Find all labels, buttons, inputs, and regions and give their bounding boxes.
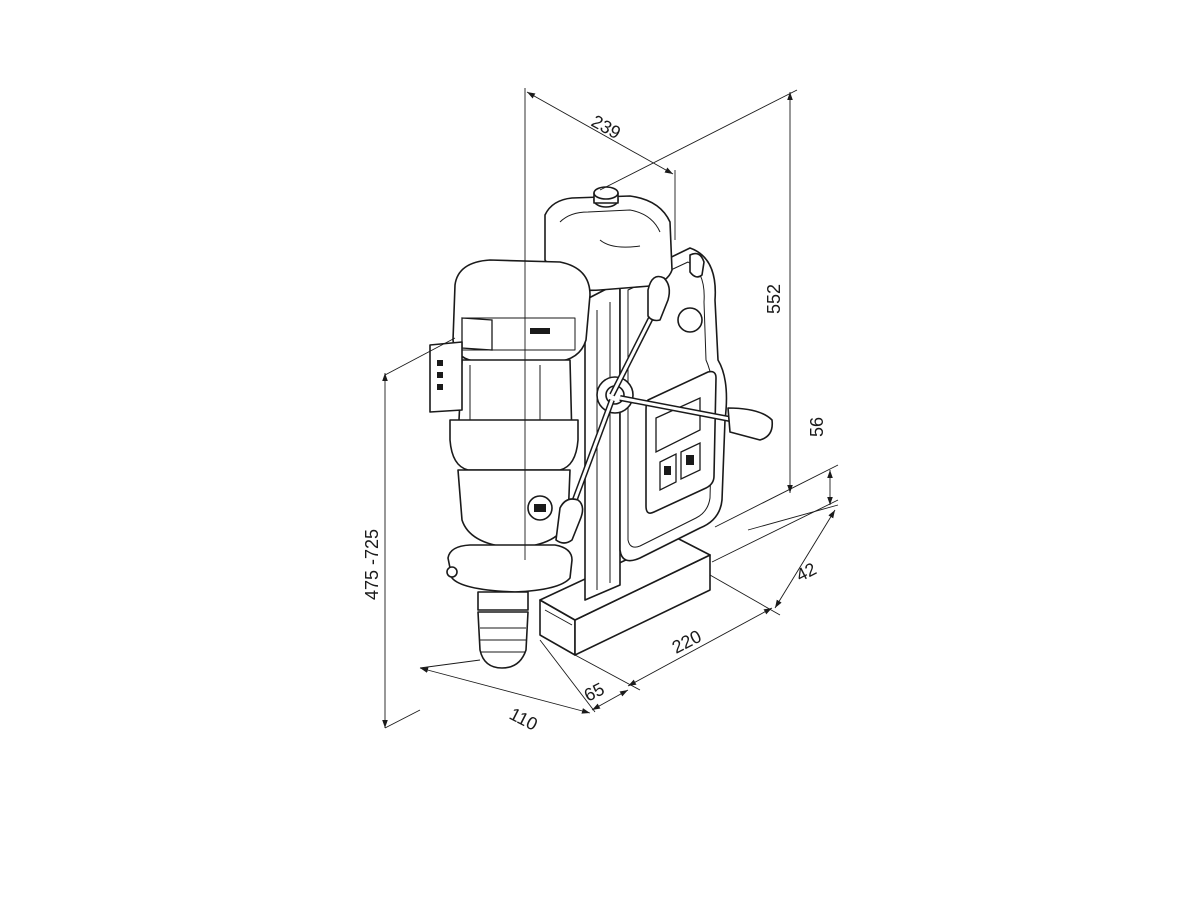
dim-110-label: 110 bbox=[506, 704, 541, 735]
dim-239-line bbox=[526, 91, 674, 175]
dim-42-label: 42 bbox=[793, 559, 820, 586]
dim-56-label: 56 bbox=[807, 417, 827, 437]
dim-stroke-label: 475 -725 bbox=[362, 529, 382, 600]
dim-220-line bbox=[627, 607, 773, 687]
cable-bracket bbox=[677, 252, 705, 333]
feed-handles bbox=[555, 275, 774, 544]
dim-65-label: 65 bbox=[581, 679, 608, 706]
dim-110-line bbox=[419, 667, 591, 714]
spindle bbox=[446, 544, 573, 669]
dim-552-label: 552 bbox=[764, 284, 784, 314]
dim-65-line bbox=[591, 689, 629, 711]
dim-220-label: 220 bbox=[669, 626, 705, 657]
drill-illustration bbox=[429, 186, 774, 669]
motor-unit bbox=[429, 259, 591, 549]
dimension-lines bbox=[382, 88, 839, 729]
dim-42-line bbox=[774, 509, 836, 609]
dim-239-label: 239 bbox=[588, 111, 624, 143]
